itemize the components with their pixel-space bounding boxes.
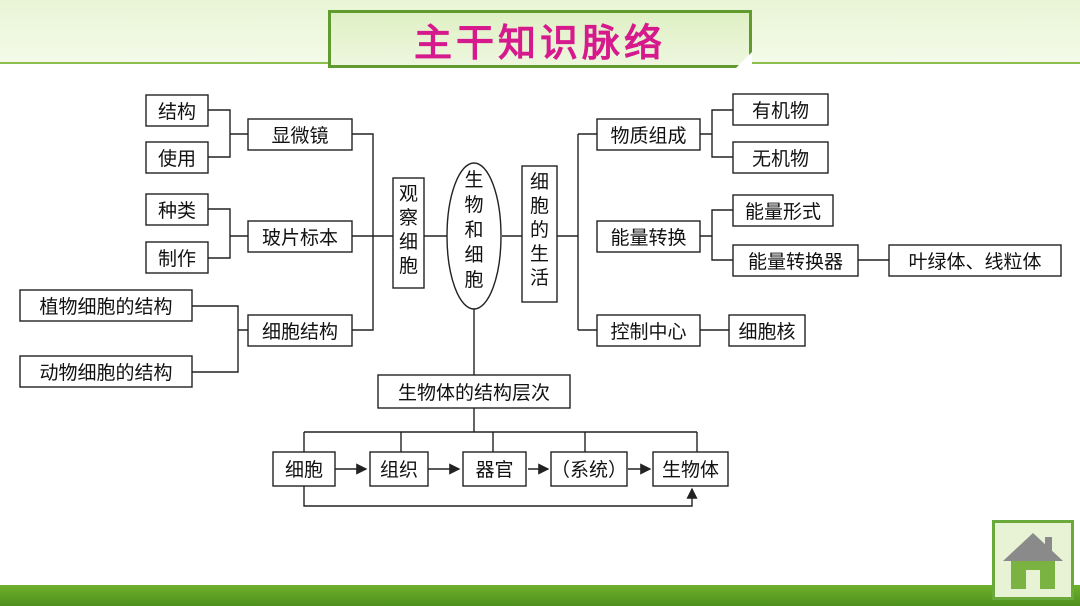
svg-text:细胞: 细胞 — [285, 459, 323, 481]
leaf-node: 有机物 — [732, 93, 829, 126]
center-node: 生物和细胞 — [446, 162, 502, 310]
leaf-node: 无机物 — [732, 141, 829, 174]
svg-text:植物细胞的结构: 植物细胞的结构 — [39, 296, 172, 318]
hierarchy-node: 生物体的结构层次 — [377, 374, 571, 409]
group-node: 细胞结构 — [247, 314, 353, 347]
footer-band — [0, 585, 1080, 606]
svg-text:使用: 使用 — [158, 148, 196, 170]
svg-text:制作: 制作 — [158, 248, 196, 270]
svg-text:细胞的生活: 细胞的生活 — [530, 171, 549, 289]
home-icon — [1003, 533, 1063, 589]
leaf-node: 能量转换器 — [732, 244, 859, 277]
svg-text:动物细胞的结构: 动物细胞的结构 — [39, 362, 172, 384]
branch-node-right: 细胞的生活 — [521, 165, 558, 303]
svg-text:能量转换: 能量转换 — [610, 227, 686, 249]
leaf-node: 能量形式 — [732, 194, 834, 227]
leaf-node: 叶绿体、线粒体 — [888, 244, 1062, 277]
svg-text:器官: 器官 — [475, 459, 513, 481]
leaf-node: 使用 — [145, 141, 209, 174]
svg-text:观察细胞: 观察细胞 — [399, 183, 418, 277]
svg-text:能量转换器: 能量转换器 — [748, 251, 843, 273]
svg-text:玻片标本: 玻片标本 — [262, 227, 338, 249]
svg-text:种类: 种类 — [158, 200, 196, 222]
svg-text:细胞核: 细胞核 — [738, 321, 795, 343]
svg-text:显微镜: 显微镜 — [271, 125, 328, 147]
svg-text:（系统）: （系统） — [551, 459, 627, 481]
svg-text:无机物: 无机物 — [752, 148, 809, 170]
leaf-node: 植物细胞的结构 — [19, 289, 193, 322]
title-banner: 主干知识脉络 — [328, 10, 752, 68]
level-node: 器官 — [462, 451, 527, 487]
svg-text:结构: 结构 — [158, 101, 196, 123]
svg-text:叶绿体、线粒体: 叶绿体、线粒体 — [908, 251, 1041, 273]
svg-text:物质组成: 物质组成 — [610, 125, 686, 147]
svg-text:能量形式: 能量形式 — [745, 201, 821, 223]
leaf-node: 结构 — [145, 94, 209, 127]
svg-text:控制中心: 控制中心 — [610, 321, 686, 343]
svg-text:细胞结构: 细胞结构 — [262, 321, 338, 343]
svg-text:生物体的结构层次: 生物体的结构层次 — [398, 382, 550, 404]
leaf-node: 动物细胞的结构 — [19, 355, 193, 388]
group-node: 控制中心 — [596, 314, 701, 347]
home-button[interactable] — [992, 520, 1074, 600]
level-node: 组织 — [369, 451, 429, 487]
svg-text:生物体: 生物体 — [662, 459, 719, 481]
group-node: 能量转换 — [596, 220, 701, 253]
group-node: 玻片标本 — [247, 220, 353, 253]
leaf-node: 细胞核 — [728, 314, 806, 347]
leaf-node: 种类 — [145, 193, 209, 226]
level-node: （系统） — [550, 451, 628, 487]
group-node: 物质组成 — [596, 118, 701, 151]
svg-text:有机物: 有机物 — [752, 100, 809, 122]
page-title: 主干知识脉络 — [413, 20, 666, 65]
branch-node-left: 观察细胞 — [392, 177, 425, 289]
svg-text:生物和细胞: 生物和细胞 — [464, 169, 483, 291]
leaf-node: 制作 — [145, 241, 209, 274]
level-node: 细胞 — [272, 451, 336, 487]
connectors — [192, 109, 889, 507]
level-node: 生物体 — [652, 451, 729, 487]
group-node: 显微镜 — [247, 118, 353, 151]
svg-text:组织: 组织 — [380, 459, 418, 481]
